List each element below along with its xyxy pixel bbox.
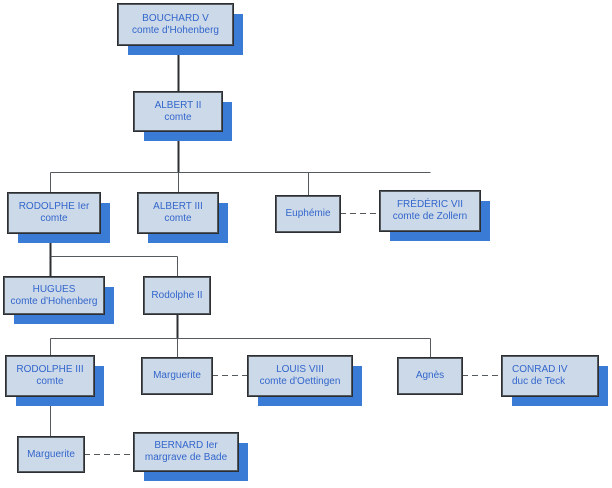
node-name: Rodolphe II	[151, 289, 203, 301]
node-name: ALBERT II	[154, 99, 202, 111]
node-name: RODOLPHE Ier	[18, 201, 90, 212]
node-title: comte	[164, 111, 192, 123]
node-rodolphe-ii[interactable]: Rodolphe II	[143, 276, 211, 315]
node-title: comte	[36, 376, 64, 387]
node-title: comte	[40, 213, 68, 224]
node-marguerite-2[interactable]: Marguerite	[17, 436, 85, 473]
node-name: LOUIS VIII	[276, 364, 324, 375]
node-name: FRÉDÉRIC VII	[396, 199, 464, 210]
node-name: BERNARD Ier	[154, 440, 218, 451]
node-name: Agnès	[415, 370, 445, 381]
node-title: duc de Teck	[512, 376, 566, 387]
node-title: comte d'Hohenberg	[10, 295, 98, 307]
node-name: Marguerite	[27, 448, 75, 460]
node-name: Euphémie	[285, 208, 331, 219]
node-name: Marguerite	[153, 370, 201, 381]
node-name: CONRAD IV	[512, 364, 568, 375]
node-name: BOUCHARD V	[142, 12, 209, 24]
node-name: ALBERT III	[153, 201, 203, 212]
node-marguerite-1[interactable]: Marguerite	[141, 357, 213, 395]
node-name: RODOLPHE III	[16, 364, 84, 375]
node-title: comte	[164, 213, 192, 224]
node-title: comte d'Hohenberg	[132, 24, 219, 36]
node-name: HUGUES	[32, 283, 76, 295]
node-title: comte d'Oettingen	[259, 376, 341, 387]
node-euphemie[interactable]: Euphémie	[275, 195, 341, 233]
node-title: margrave de Bade	[144, 452, 228, 463]
node-title: comte de Zollern	[392, 211, 468, 222]
node-agnes[interactable]: Agnès	[397, 357, 463, 395]
